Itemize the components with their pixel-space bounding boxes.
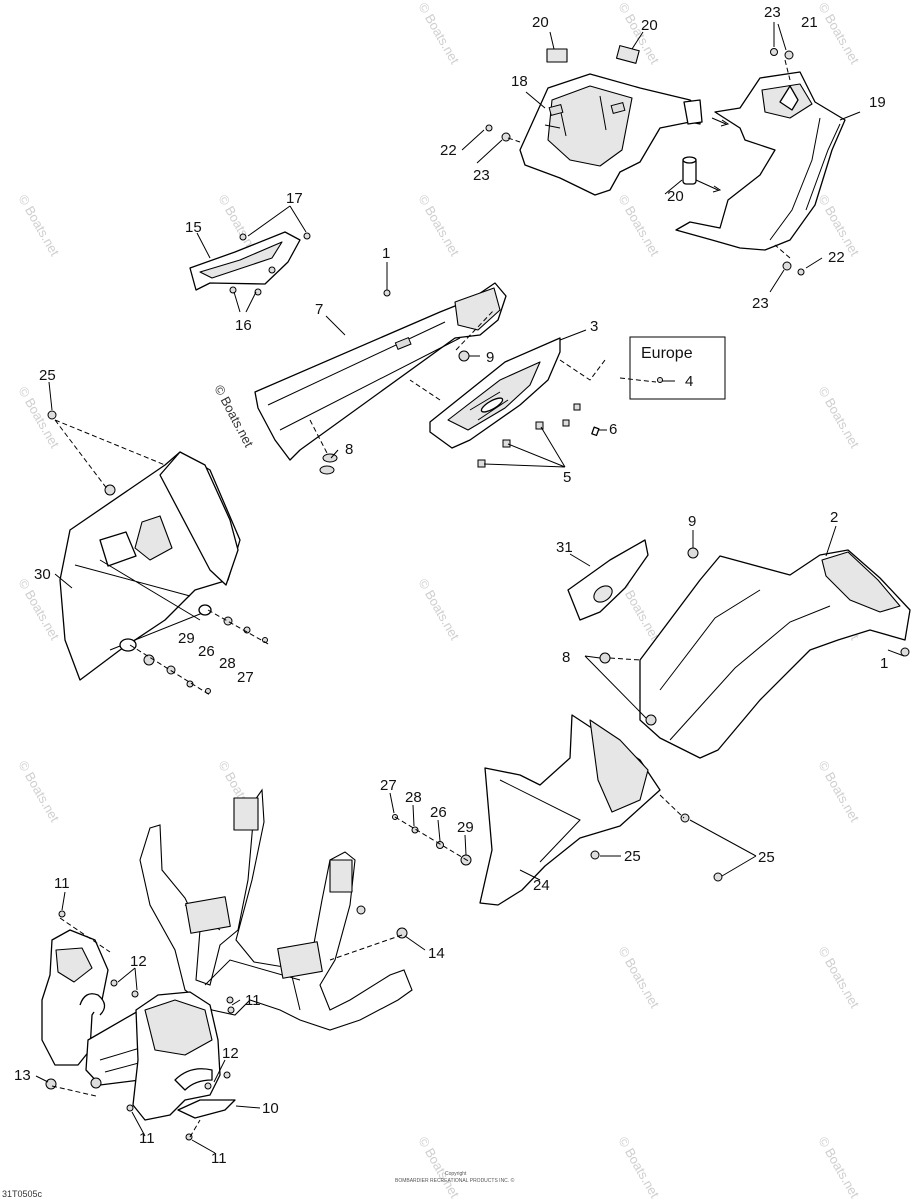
callout-15: 15	[185, 219, 202, 236]
callout-13: 13	[14, 1067, 31, 1084]
callout-20: 20	[641, 17, 658, 34]
callout-7: 7	[315, 301, 323, 318]
region-box-label: Europe	[641, 345, 693, 362]
part-3-tray	[429, 337, 561, 449]
callout-20: 20	[532, 14, 549, 31]
leader-lines	[35, 22, 905, 1154]
callout-8: 8	[562, 649, 570, 666]
callout-11: 11	[54, 875, 70, 892]
watermark: © Boats.net	[615, 1134, 662, 1200]
watermark: © Boats.net	[415, 192, 462, 259]
callout-23: 23	[473, 167, 490, 184]
callout-1: 1	[382, 245, 390, 262]
hardware-5-6	[319, 350, 600, 475]
callout-20: 20	[667, 188, 684, 205]
callout-12: 12	[222, 1045, 239, 1062]
callout-25: 25	[624, 848, 641, 865]
part-2-cover	[599, 547, 911, 759]
pad-icon	[615, 45, 640, 64]
callout-27: 27	[237, 669, 254, 686]
watermark: © Boats.net	[15, 758, 62, 825]
part-31-bracket	[567, 539, 649, 621]
callout-31: 31	[556, 539, 573, 556]
watermark: © Boats.net	[815, 1134, 862, 1200]
part-20-pads	[546, 45, 730, 193]
hardware-top	[485, 48, 805, 276]
callout-28: 28	[405, 789, 422, 806]
callout-19: 19	[869, 94, 886, 111]
frame	[139, 788, 413, 1031]
callout-25: 25	[39, 367, 56, 384]
part-24-lower-cover	[392, 714, 723, 906]
callout-14: 14	[428, 945, 445, 962]
callout-labels: 20 20 23 21 18 19 22 23 20 22 23 17 15 1…	[14, 4, 888, 1167]
callout-3: 3	[590, 318, 598, 335]
copyright-text: BOMBARDIER RECREATIONAL PRODUCTS INC. ©	[395, 1177, 515, 1184]
part-10-bumper	[41, 910, 236, 1141]
callout-12: 12	[130, 953, 147, 970]
part-18-19-rear-panel	[519, 71, 846, 251]
callout-5: 5	[563, 469, 571, 486]
callout-23: 23	[752, 295, 769, 312]
callout-9: 9	[688, 513, 696, 530]
part-7-rail	[254, 282, 507, 461]
callout-26: 26	[430, 804, 447, 821]
watermark: © Boats.net	[815, 0, 862, 67]
callout-22: 22	[440, 142, 457, 159]
watermark: © Boats.net	[815, 944, 862, 1011]
watermark: © Boats.net	[815, 758, 862, 825]
callout-16: 16	[235, 317, 252, 334]
callout-29: 29	[457, 819, 474, 836]
watermark: © Boats.net	[615, 192, 662, 259]
callout-18: 18	[511, 73, 528, 90]
callout-27: 27	[380, 777, 397, 794]
callout-10: 10	[262, 1100, 279, 1117]
callout-24: 24	[533, 877, 550, 894]
callout-2: 2	[830, 509, 838, 526]
callout-30: 30	[34, 566, 51, 583]
part-15-bracket	[189, 231, 311, 296]
callout-9: 9	[486, 349, 494, 366]
watermark: © Boats.net	[15, 576, 62, 643]
callout-6: 6	[609, 421, 617, 438]
callout-4: 4	[685, 373, 693, 390]
footer: 31T0505c Copyright BOMBARDIER RECREATION…	[2, 1171, 515, 1199]
callout-17: 17	[286, 190, 303, 207]
callout-11: 11	[245, 992, 261, 1009]
callout-28: 28	[219, 655, 236, 672]
part-30-bracket	[47, 410, 241, 681]
callout-26: 26	[198, 643, 215, 660]
watermark-dark: © Boats.net	[211, 382, 256, 450]
watermark: © Boats.net	[615, 944, 662, 1011]
drawing-code: 31T0505c	[2, 1189, 43, 1199]
watermark: © Boats.net	[815, 384, 862, 451]
callout-1: 1	[880, 655, 888, 672]
callout-8: 8	[345, 441, 353, 458]
copyright-title: Copyright	[445, 1171, 467, 1177]
callout-21: 21	[801, 14, 818, 31]
callout-25: 25	[758, 849, 775, 866]
watermark: © Boats.net	[415, 576, 462, 643]
watermark: © Boats.net	[415, 0, 462, 67]
callout-11: 11	[139, 1130, 155, 1147]
region-box: Europe	[629, 336, 726, 400]
callout-29: 29	[178, 630, 195, 647]
watermark: © Boats.net	[415, 1134, 462, 1200]
callout-23: 23	[764, 4, 781, 21]
callout-11: 11	[211, 1150, 227, 1167]
callout-22: 22	[828, 249, 845, 266]
watermark: © Boats.net	[15, 192, 62, 259]
pad-icon	[546, 48, 568, 63]
